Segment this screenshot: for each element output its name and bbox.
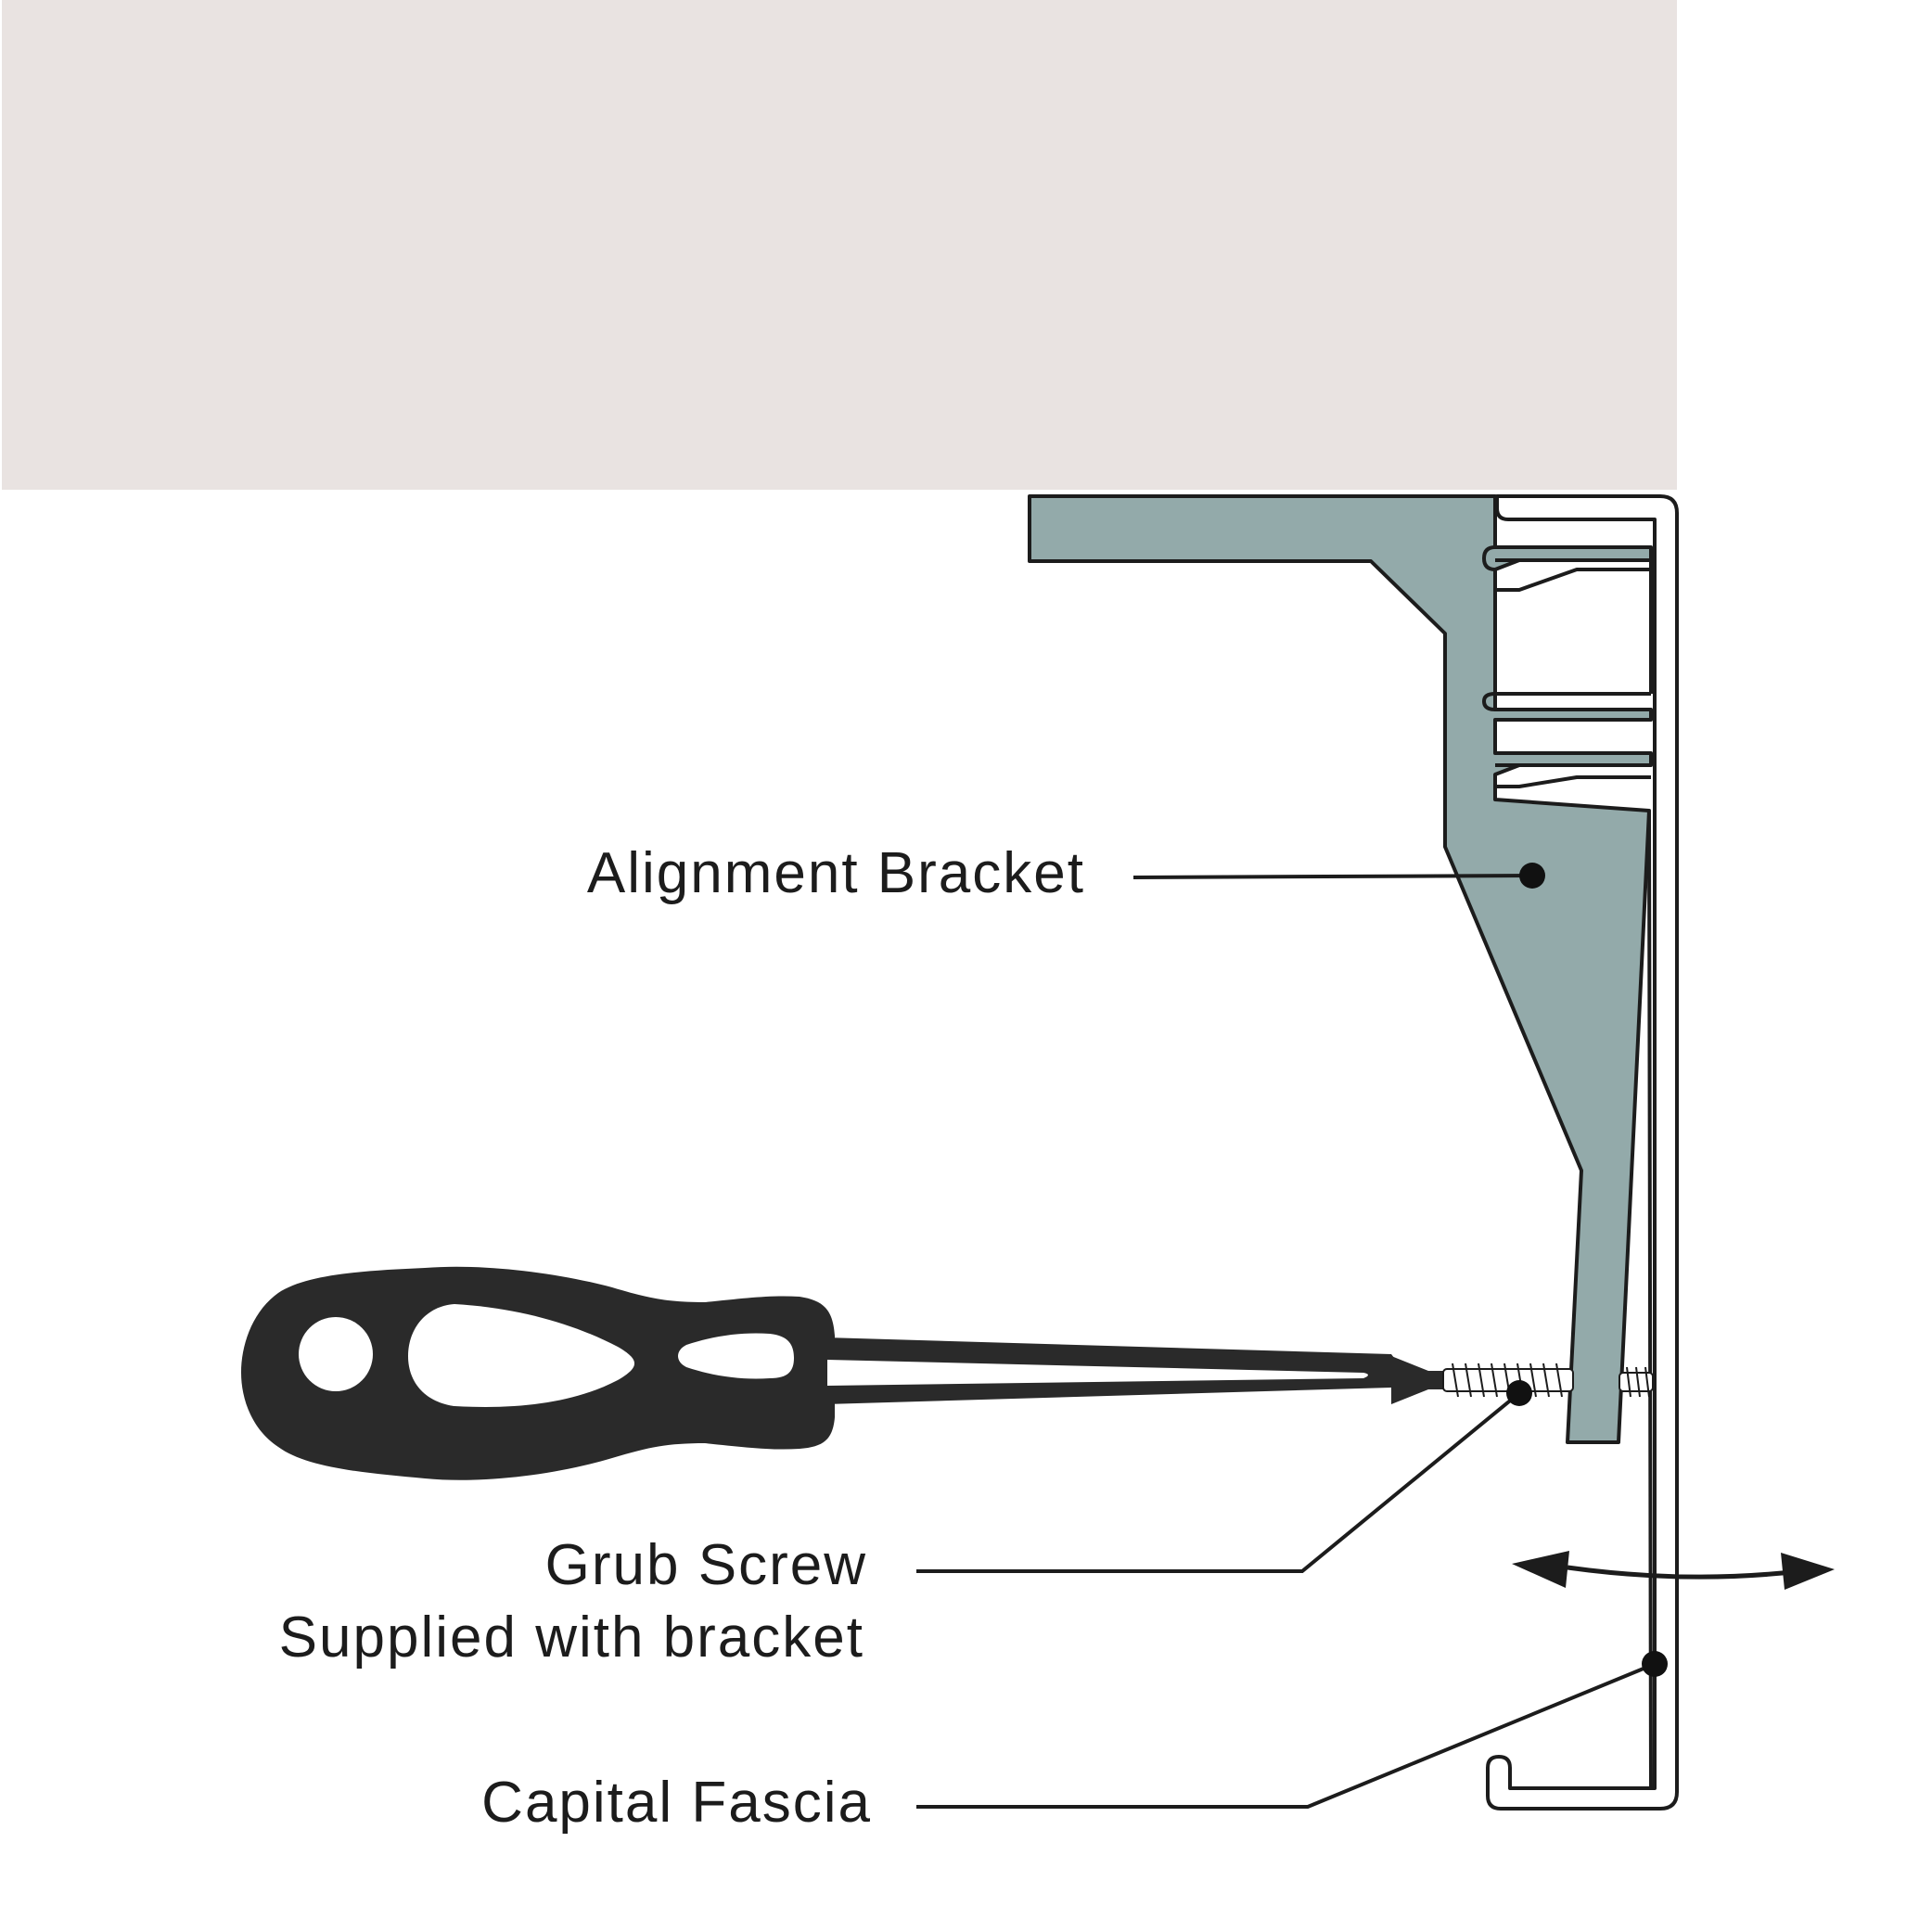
- leader-dot-grub-screw: [1506, 1380, 1532, 1406]
- alignment-bracket-shape: [1028, 494, 1653, 1444]
- label-alignment-bracket: Alignment Bracket: [587, 841, 1085, 905]
- screwdriver-handle-slot: [678, 1333, 794, 1379]
- screwdriver-tip: [1391, 1356, 1445, 1404]
- leader-alignment-bracket: [1132, 874, 1533, 879]
- screwdriver-handle-hole: [299, 1317, 373, 1391]
- screwdriver-handle-grip-cutout: [408, 1304, 634, 1407]
- leader-dot-alignment-bracket: [1519, 863, 1545, 889]
- label-capital-fascia: Capital Fascia: [481, 1771, 872, 1835]
- screwdriver-shaft-highlight: [827, 1360, 1368, 1386]
- label-grub-screw: Grub Screw: [545, 1533, 867, 1597]
- leader-capital-fascia: [916, 1662, 1656, 1809]
- leader-grub-screw: [916, 1391, 1521, 1573]
- label-grub-screw-supplied: Supplied with bracket: [279, 1606, 864, 1670]
- ceiling-block: [2, 0, 1677, 490]
- grub-screw: [1442, 1363, 1654, 1398]
- double-headed-curved-arrow-icon: [1512, 1551, 1835, 1590]
- fascia-rail-mid: [1482, 692, 1651, 788]
- capital-fascia-shape: [1486, 494, 1679, 1810]
- fascia-rail-upper: [1482, 545, 1651, 592]
- leader-dot-capital-fascia: [1642, 1651, 1668, 1677]
- fascia-inner-rail: [1647, 560, 1653, 1789]
